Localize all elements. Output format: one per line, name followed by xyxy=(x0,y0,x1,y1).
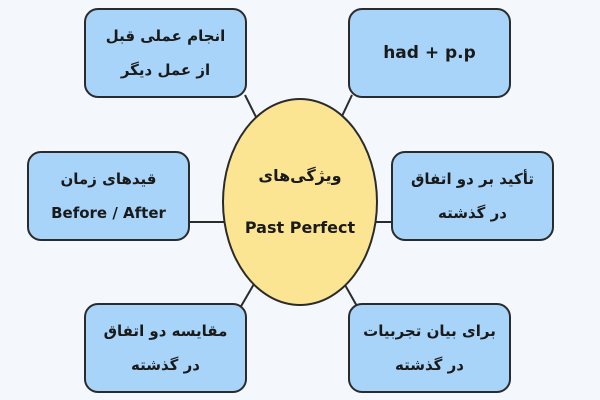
node-text: Before / After xyxy=(51,204,166,222)
node-text: برای بیان تجربیات xyxy=(363,322,496,340)
node-text: در گذشته xyxy=(395,356,464,374)
center-title-en: Past Perfect xyxy=(244,218,356,237)
node-middle-left: قیدهای زمان Before / After xyxy=(27,151,190,241)
node-text: مقایسه دو اتفاق xyxy=(103,322,228,340)
node-text: انجام عملی قبل xyxy=(105,27,226,45)
node-bottom-right: برای بیان تجربیات در گذشته xyxy=(348,303,511,393)
node-text: تأکید بر دو اتفاق xyxy=(410,170,535,188)
node-text: از عمل دیگر xyxy=(120,61,211,79)
node-top-right: had + p.p xyxy=(348,8,511,98)
node-text: در گذشته xyxy=(438,204,507,222)
node-top-left: انجام عملی قبل از عمل دیگر xyxy=(84,8,247,98)
center-node: ویژگی‌های Past Perfect xyxy=(222,98,378,306)
center-title-fa: ویژگی‌های xyxy=(258,166,342,185)
node-text: در گذشته xyxy=(131,356,200,374)
node-text: قیدهای زمان xyxy=(60,170,157,188)
node-middle-right: تأکید بر دو اتفاق در گذشته xyxy=(391,151,554,241)
node-bottom-left: مقایسه دو اتفاق در گذشته xyxy=(84,303,247,393)
node-text: had + p.p xyxy=(383,43,476,63)
